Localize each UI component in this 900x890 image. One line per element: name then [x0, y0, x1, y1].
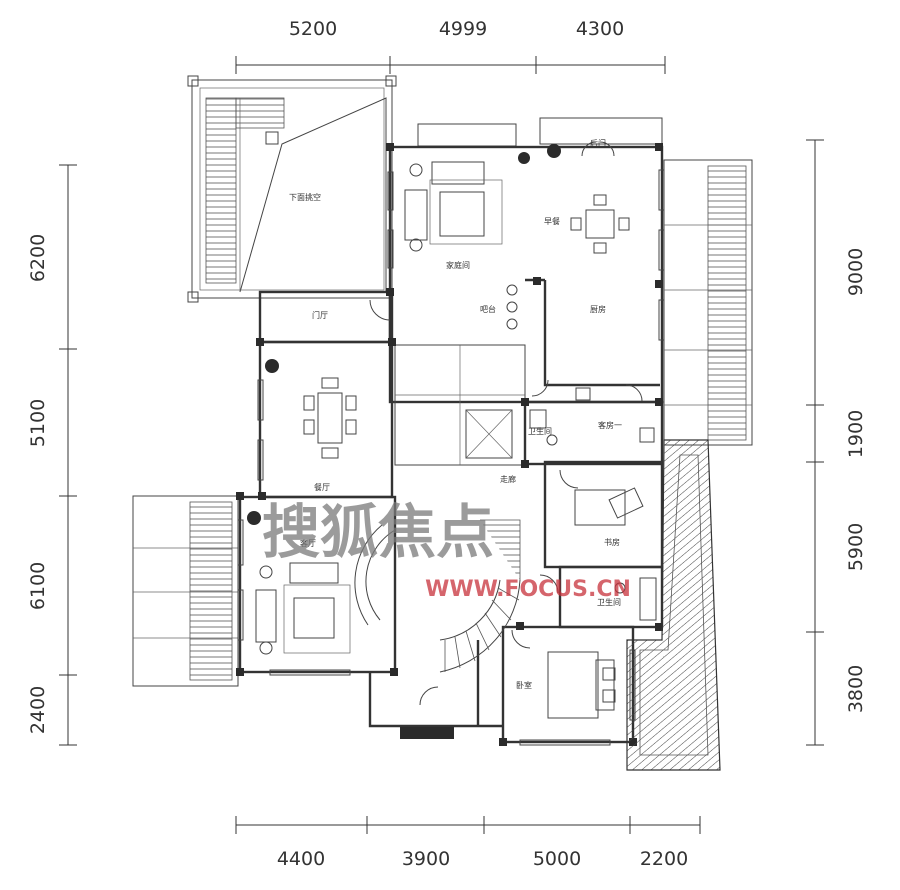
dim-bottom-3: 5000 [533, 848, 581, 870]
dim-right-4: 3800 [845, 665, 867, 713]
label-breakfast: 早餐 [544, 217, 560, 226]
label-bath-2: 卫生间 [597, 597, 621, 607]
dim-top-1: 5200 [289, 18, 337, 40]
dim-left-3: 6100 [27, 562, 49, 610]
watermark: 搜狐焦点 WWW.FOCUS.CN [262, 498, 631, 602]
dim-top-3: 4300 [576, 18, 624, 40]
dim-left-2: 5100 [27, 399, 49, 447]
dim-bottom-1: 4400 [277, 848, 325, 870]
dim-right-3: 5900 [845, 523, 867, 571]
void-area [239, 97, 387, 293]
label-foyer: 门厅 [312, 310, 328, 320]
window-marks [237, 169, 665, 746]
spiral-staircase [354, 519, 521, 673]
label-bedroom: 卧室 [516, 680, 532, 690]
label-family-room: 家庭间 [446, 260, 470, 270]
columns [236, 143, 663, 746]
label-guest-room-1: 客房一 [598, 420, 622, 430]
label-bar: 吧台 [480, 304, 496, 314]
watermark-brand: 搜狐焦点 [262, 498, 494, 566]
roof-hatch [626, 439, 721, 771]
label-living: 客厅 [300, 538, 316, 548]
balconies [132, 75, 753, 687]
dim-bottom-4: 2200 [640, 848, 688, 870]
furniture [247, 144, 657, 719]
doors [369, 141, 643, 706]
dim-left-4: 2400 [27, 686, 49, 734]
watermark-url: WWW.FOCUS.CN [425, 577, 631, 602]
label-back-door: 后门 [590, 138, 606, 148]
dim-bottom-2: 3900 [402, 848, 450, 870]
dim-top-2: 4999 [439, 18, 487, 40]
label-dining: 餐厅 [314, 483, 330, 492]
dim-left-1: 6200 [27, 234, 49, 282]
label-study: 书房 [604, 537, 620, 547]
dim-right-2: 1900 [845, 410, 867, 458]
label-bath-1: 卫生间 [528, 426, 552, 436]
label-corridor: 走廊 [500, 474, 516, 484]
label-void-below: 下面挑空 [289, 192, 321, 202]
label-kitchen: 厨房 [590, 304, 606, 314]
dim-right-1: 9000 [845, 248, 867, 296]
dimension-lines [59, 56, 824, 834]
